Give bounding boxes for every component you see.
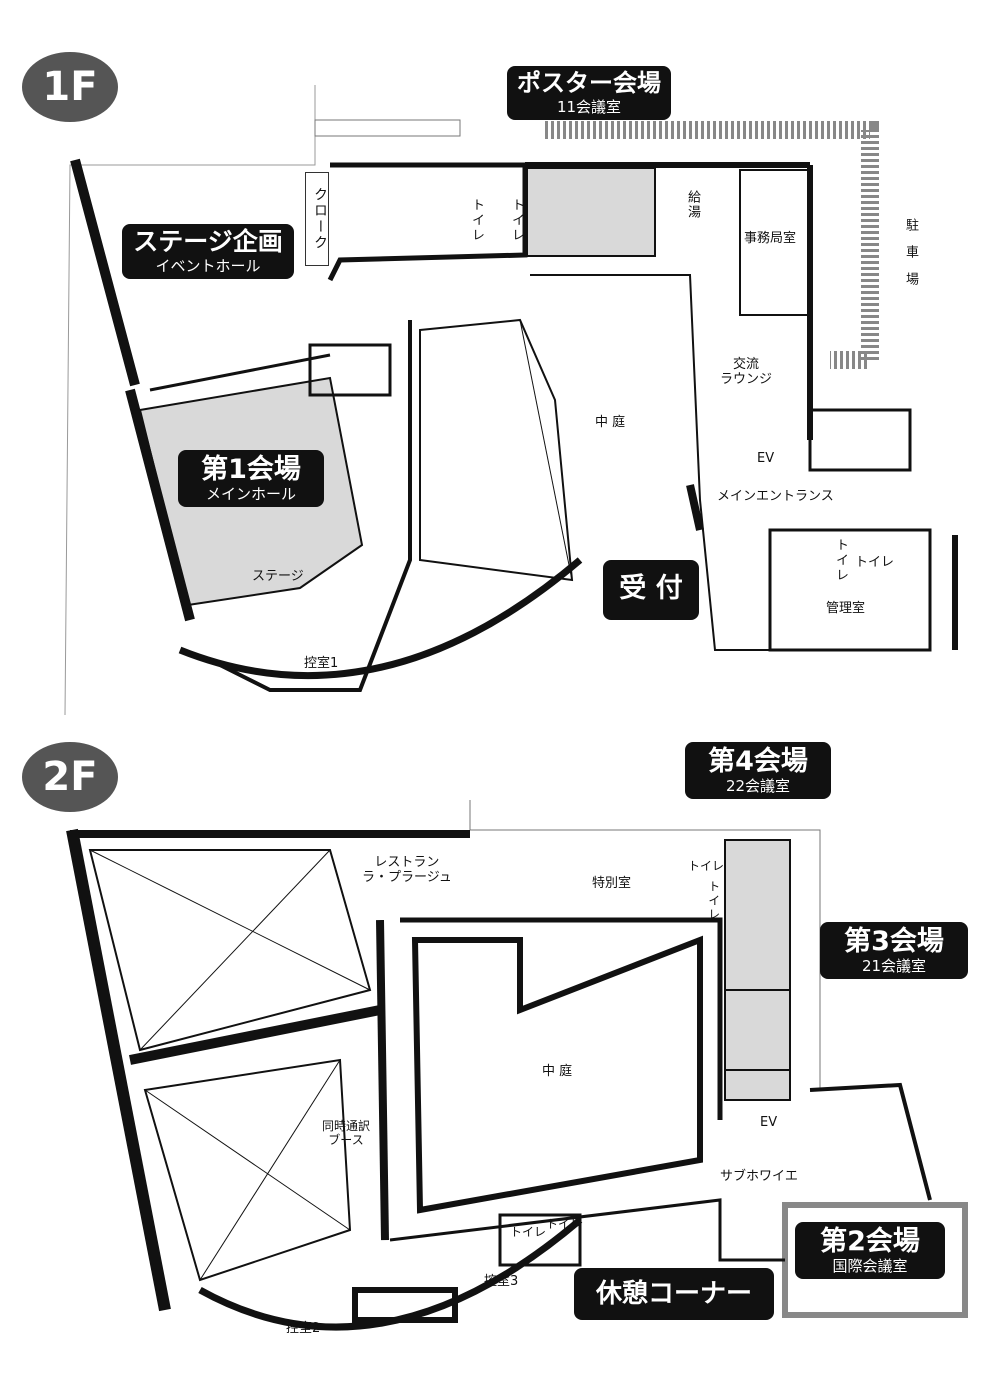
hall2-callout[interactable]: 第2会場国際会議室: [795, 1222, 945, 1280]
courtyard-label: 中 庭: [595, 415, 626, 430]
waiting-room3-label: 控室3: [484, 1274, 519, 1289]
toilet-label: トイレ: [468, 198, 484, 243]
waiting-room2-label: 控室2: [286, 1321, 321, 1336]
hall4-title: 第4会場: [708, 746, 808, 777]
hall1-callout[interactable]: 第1会場メインホール: [178, 450, 324, 508]
special-room-label: 特別室: [592, 876, 632, 891]
restaurant-label: レストラン ラ・プラージュ: [362, 855, 452, 885]
entrance-label: メインエントランス: [717, 489, 834, 504]
toilet-label: トイレ: [855, 555, 895, 570]
kitchenette-label: 給湯: [684, 190, 700, 220]
toilet-label: トイレ: [832, 538, 848, 583]
hall3-room: 21会議室: [861, 957, 927, 976]
stage-label: ステージ: [252, 569, 304, 584]
waiting-room1-label: 控室1: [304, 656, 339, 671]
hall1-title: 第1会場: [201, 454, 301, 485]
hall3-4-shade: [724, 839, 791, 1101]
management-label: 管理室: [826, 601, 866, 616]
toilet-label: トイレ: [510, 1225, 547, 1239]
hall4-room: 22会議室: [725, 777, 791, 796]
lounge-label: 交流 ラウンジ: [720, 357, 773, 387]
rest-corner-label: 休憩コーナー: [595, 1279, 752, 1309]
floor-label: 2F: [42, 754, 98, 800]
hall2-room: 国際会議室: [832, 1257, 908, 1276]
poster-venue-title: ポスター会場: [517, 69, 661, 97]
floor1-plan: [64, 85, 958, 716]
toilet-label: トイレ: [546, 1217, 583, 1231]
stage-event-room: イベントホール: [155, 256, 261, 275]
hall3-title: 第3会場: [844, 926, 944, 957]
toilet-label: トイレ: [688, 859, 725, 873]
poster-venue-room: 11会議室: [556, 97, 622, 116]
toilet-label: トイレ: [706, 880, 721, 922]
poster-room-shade: [526, 167, 656, 257]
stage-event-callout[interactable]: ステージ企画イベントホール: [122, 224, 294, 279]
rest-corner-callout[interactable]: 休憩コーナー: [574, 1268, 774, 1320]
parking-label: 駐車場: [902, 218, 918, 299]
reception-label: 受 付: [619, 573, 683, 604]
subfoyer-label: サブホワイエ: [720, 1169, 798, 1184]
reception-callout[interactable]: 受 付: [603, 560, 699, 620]
floor-label: 1F: [42, 64, 98, 110]
floor-badge-2f: 2F: [22, 742, 118, 812]
floor-badge-1f: 1F: [22, 52, 118, 122]
cloak-label: クローク: [305, 172, 329, 266]
stage-event-title: ステージ企画: [133, 227, 283, 256]
hall2-title: 第2会場: [820, 1226, 920, 1257]
courtyard-label: 中 庭: [542, 1064, 573, 1079]
elevator-label: EV: [757, 451, 775, 466]
office-label: 事務局室: [744, 231, 797, 246]
hall1-room: メインホール: [205, 485, 296, 504]
elevator-label: EV: [760, 1115, 778, 1130]
toilet-label: トイレ: [508, 198, 524, 243]
interpretation-booth-label: 同時通訳 ブース: [322, 1119, 371, 1147]
